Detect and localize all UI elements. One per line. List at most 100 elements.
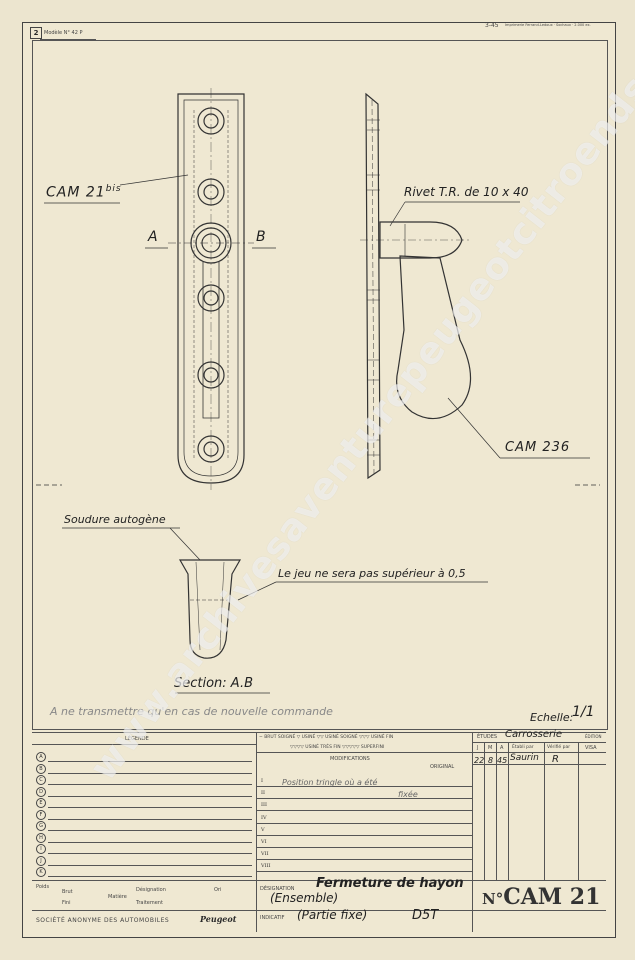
legend-row-line bbox=[48, 772, 252, 773]
etudes-line-2 bbox=[472, 752, 606, 753]
legend-marker: D bbox=[36, 786, 46, 797]
label-section-ab: Section: A.B bbox=[174, 676, 253, 691]
col-etabli: Établi par bbox=[512, 745, 534, 750]
modification-index: VIII bbox=[261, 863, 271, 870]
cam-236-lobe bbox=[396, 255, 472, 420]
modification-index: II bbox=[261, 790, 265, 797]
label-section-a: A bbox=[148, 229, 158, 245]
legend-header-line bbox=[32, 744, 256, 745]
etudes-vline-m bbox=[496, 742, 497, 880]
model-label: Modèle N° 42 P bbox=[44, 30, 83, 36]
indicatif-code: D5T bbox=[412, 908, 439, 923]
designation-label: DÉSIGNATION bbox=[260, 886, 295, 892]
modification-2-text: fixée bbox=[398, 790, 418, 799]
legend-marker: I bbox=[36, 844, 46, 854]
original-header: ORIGINAL bbox=[430, 764, 455, 770]
legend-row-line bbox=[48, 818, 252, 819]
legend-marker: C bbox=[36, 775, 46, 785]
header-divider bbox=[40, 39, 96, 40]
legend-marker: A bbox=[36, 752, 46, 762]
designation-value: Fermeture de hayon bbox=[316, 876, 464, 891]
poids-label: Poids bbox=[36, 884, 50, 890]
col-vise: VISA bbox=[585, 745, 597, 751]
modifications-header: MODIFICATIONS bbox=[330, 756, 370, 762]
legend-row-line bbox=[48, 864, 252, 865]
modification-row-line bbox=[256, 786, 472, 787]
modification-row-line bbox=[256, 822, 472, 824]
col-verifie: Vérifié par bbox=[547, 745, 571, 750]
modification-index: V bbox=[261, 826, 265, 833]
verifier-initial: R bbox=[552, 754, 559, 765]
modification-index: III bbox=[261, 802, 267, 809]
modification-row-line bbox=[256, 834, 472, 836]
peugeot-logo: Peugeot bbox=[200, 914, 237, 924]
legend-row-line bbox=[48, 795, 252, 796]
transmission-note: A ne transmettre qu'en cas de nouvelle c… bbox=[50, 705, 333, 718]
etudes-line-3 bbox=[472, 764, 606, 765]
modification-row-line bbox=[256, 810, 472, 811]
top-right-ref: 3-45 bbox=[485, 22, 499, 29]
scale-value: 1/1 bbox=[572, 704, 595, 720]
etudes-label: ÉTUDES bbox=[477, 734, 498, 740]
legend-row-line bbox=[48, 841, 252, 842]
modification-index: I bbox=[261, 778, 263, 784]
legend-row-line bbox=[48, 784, 252, 785]
side-plate bbox=[365, 92, 381, 480]
legend-marker: H bbox=[36, 832, 46, 843]
top-right-print-info: Imprimerie Ferrand-Ledoux · Sochaux · 2.… bbox=[505, 23, 591, 27]
etudes-vline-j bbox=[484, 742, 485, 880]
etudes-line-1 bbox=[472, 742, 606, 743]
drawing-sheet bbox=[22, 22, 616, 938]
designation-small-label: Désignation bbox=[136, 887, 166, 893]
scale-label: Echelle: bbox=[530, 711, 574, 724]
indicatif-label: INDICATIF bbox=[260, 915, 285, 921]
fini-label: Fini bbox=[62, 900, 71, 906]
indicatif-value: (Partie fixe) bbox=[297, 908, 368, 922]
signature: Saurin bbox=[510, 753, 539, 763]
tb-vline-1 bbox=[256, 732, 257, 932]
modification-row-line bbox=[256, 798, 472, 799]
legend-row-line bbox=[48, 807, 252, 808]
matiere-label: Matière bbox=[108, 894, 127, 900]
date-month: 8 bbox=[488, 756, 494, 765]
legend-row-line bbox=[48, 830, 252, 831]
legend-marker: G bbox=[36, 821, 46, 831]
modification-row-line bbox=[256, 847, 472, 848]
tb-lower-line bbox=[32, 910, 606, 911]
col-a: A bbox=[500, 745, 504, 751]
finish-row-2: ▽▽▽▽ USINÉ TRÈS FIN ▽▽▽▽▽ SUPERFINI bbox=[290, 745, 385, 750]
date-day: 22 bbox=[474, 756, 485, 765]
tb-vline-2 bbox=[472, 732, 473, 880]
legend-row-line bbox=[48, 876, 252, 877]
modification-row-line bbox=[256, 871, 472, 872]
label-jeu: Le jeu ne sera pas supérieur à 0,5 bbox=[278, 567, 466, 580]
etudes-vline-etabli bbox=[544, 742, 545, 880]
legend-marker: F bbox=[36, 809, 46, 820]
label-cam21: CAM 21bis bbox=[46, 184, 122, 201]
legend-marker: B bbox=[36, 763, 46, 774]
plate-outline bbox=[177, 93, 245, 484]
designation-value-2: (Ensemble) bbox=[270, 891, 339, 905]
drawing-number: N°CAM 21 bbox=[482, 884, 600, 910]
label-soudure: Soudure autogène bbox=[64, 513, 166, 526]
finish-line bbox=[256, 752, 472, 753]
tb-mid-line bbox=[32, 880, 606, 881]
drawing-frame bbox=[32, 40, 608, 730]
modification-index: IV bbox=[261, 814, 267, 821]
modification-1-text: Position tringle où a été bbox=[282, 778, 378, 787]
finish-row-1: ∼ BRUT SOIGNÉ ▽ USINÉ ▽▽ USINÉ SOIGNÉ ▽▽… bbox=[259, 735, 394, 740]
tb-vline-3 bbox=[472, 880, 473, 932]
traitement-label: Traitement bbox=[136, 900, 163, 906]
edition-label: ÉDITION bbox=[585, 734, 602, 739]
etudes-vline-verifie bbox=[578, 742, 579, 880]
tb-top-line bbox=[32, 732, 606, 733]
etudes-dept: Carrosserie bbox=[505, 729, 563, 740]
col-m: M bbox=[488, 745, 493, 751]
bushing-section bbox=[178, 559, 242, 659]
label-rivet: Rivet T.R. de 10 x 40 bbox=[404, 185, 529, 199]
drawing-number-value: CAM 21 bbox=[503, 884, 601, 910]
legend-marker: E bbox=[36, 798, 46, 808]
modification-index: VII bbox=[261, 851, 269, 858]
brut-label: Brut bbox=[62, 889, 73, 895]
